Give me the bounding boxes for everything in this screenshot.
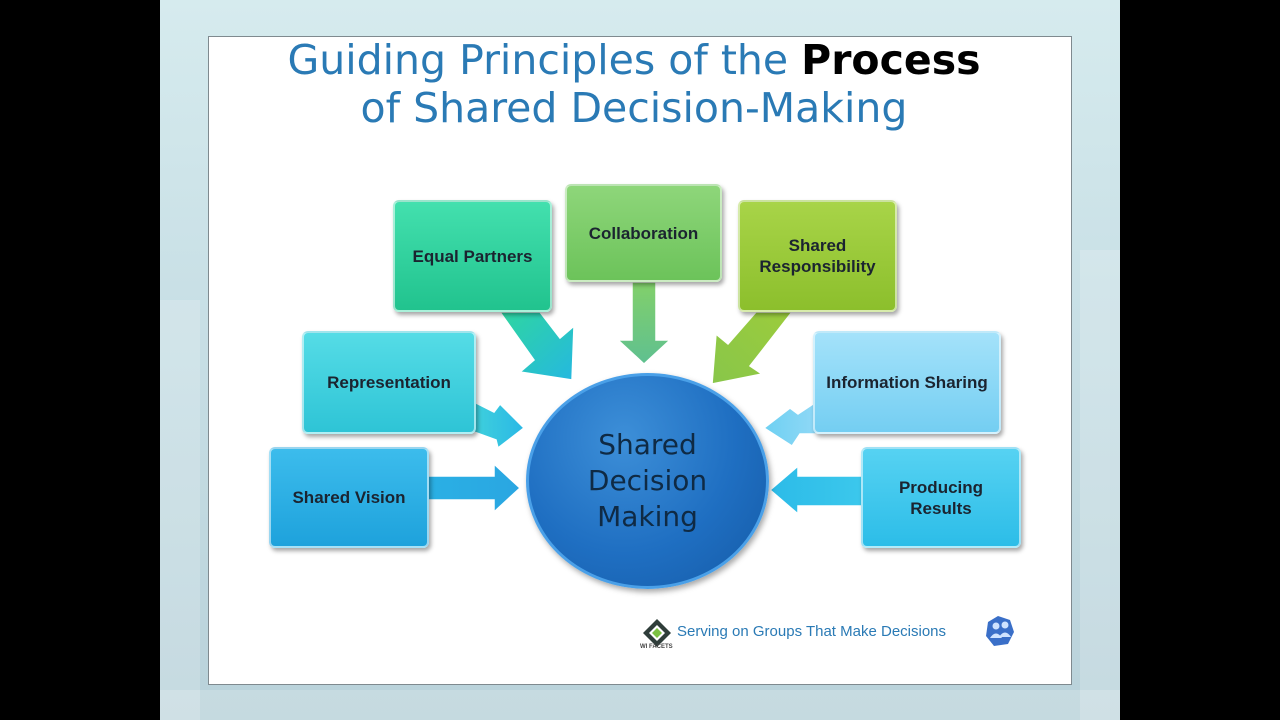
title-bold-word: Process: [801, 36, 981, 84]
box-producing-results-label: Producing Results: [898, 477, 984, 518]
center-circle: Shared Decision Making: [526, 373, 769, 589]
box-information-sharing-label: Information Sharing: [826, 373, 988, 392]
box-representation: Representation: [302, 331, 476, 434]
arrow-representation: [473, 400, 526, 450]
title-line1: Guiding Principles of the: [287, 36, 802, 84]
box-shared-vision-label: Shared Vision: [292, 488, 406, 507]
box-collaboration-label: Collaboration: [588, 223, 699, 243]
arrow-equal-partners: [498, 311, 575, 381]
arrow-collaboration: [616, 281, 672, 366]
people-group-icon: [986, 616, 1014, 646]
logo-caption: WI FACETS: [640, 644, 673, 650]
box-shared-responsibility: Shared Responsibility: [738, 200, 897, 312]
footer-text: Serving on Groups That Make Decisions: [677, 623, 947, 640]
box-shared-responsibility-label: Shared Responsibility: [759, 236, 876, 276]
box-shared-vision: Shared Vision: [269, 447, 429, 548]
box-representation-label: Representation: [327, 373, 451, 392]
wifacets-logo-icon: [643, 619, 671, 647]
center-label: Shared Decision Making: [587, 428, 708, 533]
slide-title: Guiding Principles of the Process of Sha…: [0, 36, 1280, 132]
arrow-producing-results: [768, 464, 865, 516]
arrow-shared-responsibility: [711, 311, 794, 385]
box-information-sharing: Information Sharing: [813, 331, 1001, 434]
title-line2: of Shared Decision-Making: [360, 84, 908, 132]
arrow-shared-vision: [427, 462, 522, 514]
box-equal-partners-label: Equal Partners: [412, 246, 533, 266]
box-producing-results: Producing Results: [861, 447, 1021, 548]
box-collaboration: Collaboration: [565, 184, 722, 282]
box-equal-partners: Equal Partners: [393, 200, 552, 312]
arrow-information-sharing: [762, 400, 817, 448]
